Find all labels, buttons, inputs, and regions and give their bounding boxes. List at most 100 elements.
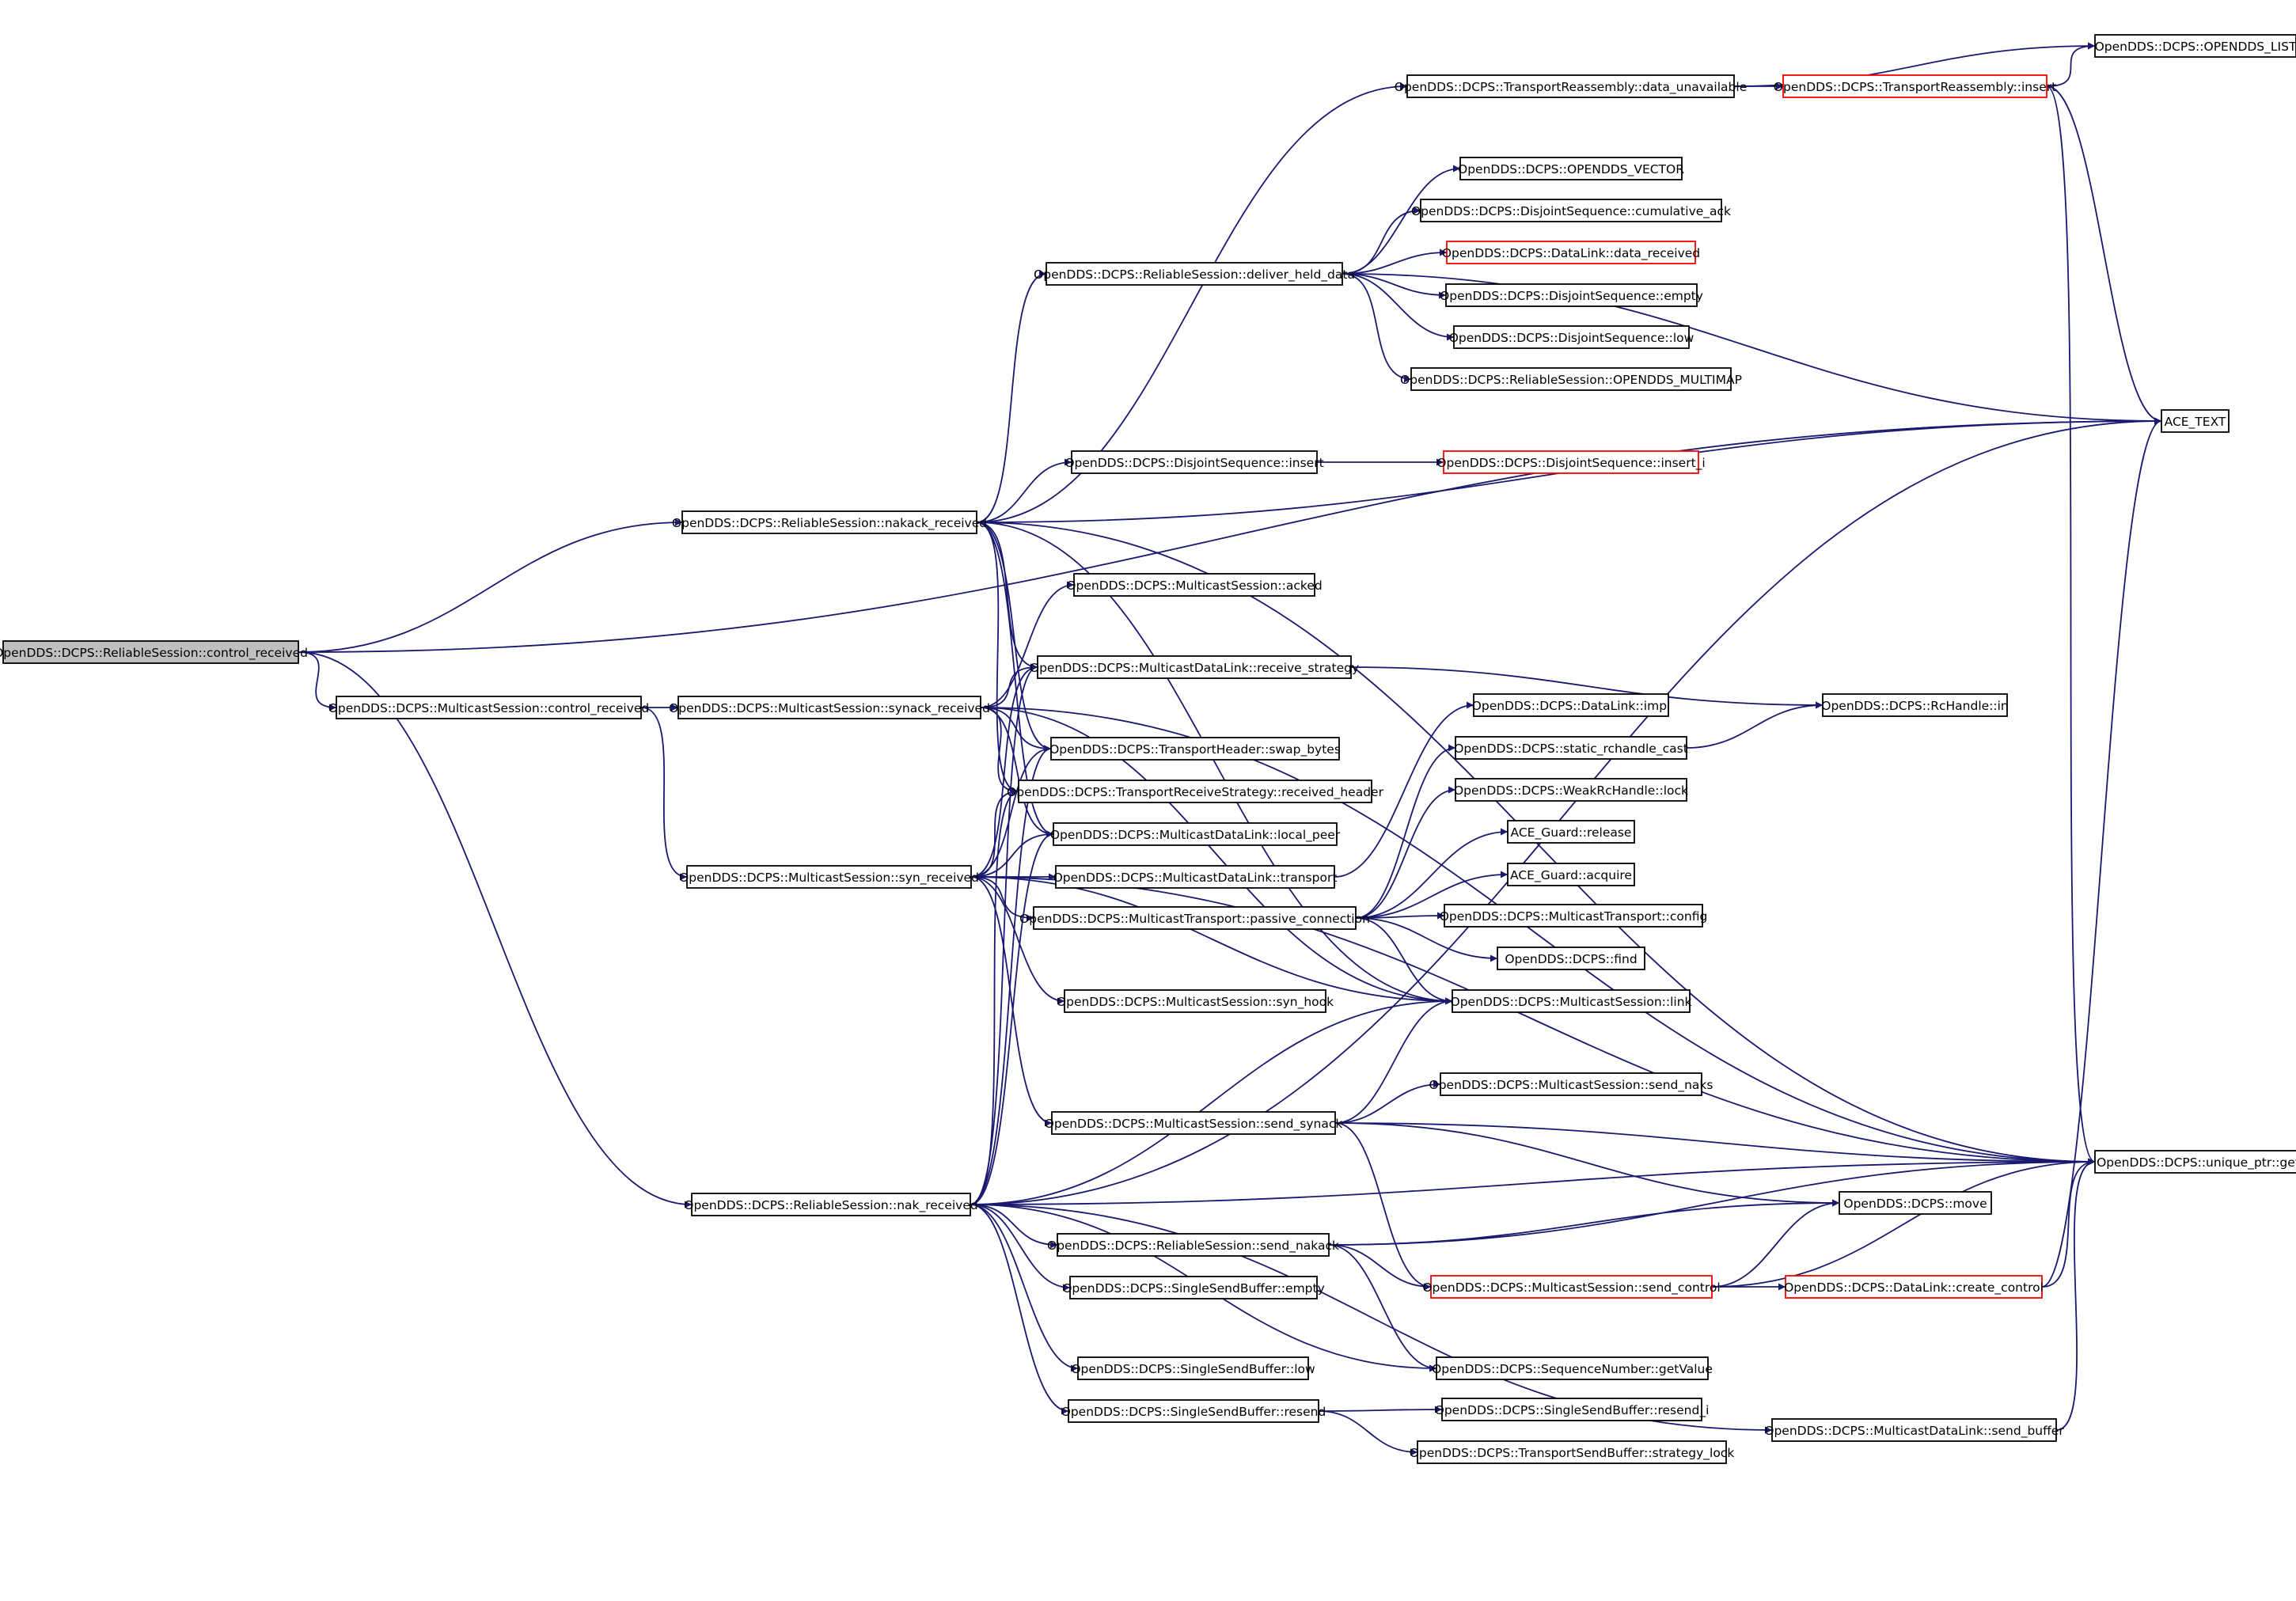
node-box[interactable] <box>1077 1356 1309 1380</box>
node-box[interactable] <box>1782 74 2047 98</box>
node-box[interactable] <box>1057 1233 1330 1257</box>
node-ds-insert[interactable]: OpenDDS::DCPS::DisjointSequence::insert <box>1065 450 1324 474</box>
node-box[interactable] <box>1033 906 1357 930</box>
node-static-rchandle-cast[interactable]: OpenDDS::DCPS::static_rchandle_cast <box>1454 736 1688 760</box>
node-syn-hook[interactable]: OpenDDS::DCPS::MulticastSession::syn_hoo… <box>1057 989 1334 1013</box>
node-syn-received[interactable]: OpenDDS::DCPS::MulticastSession::syn_rec… <box>679 865 979 889</box>
node-box[interactable] <box>2 640 299 664</box>
node-send-nakack[interactable]: OpenDDS::DCPS::ReliableSession::send_nak… <box>1047 1233 1339 1257</box>
node-box[interactable] <box>1417 1440 1727 1464</box>
node-ssb-resend[interactable]: OpenDDS::DCPS::SingleSendBuffer::resend <box>1061 1399 1326 1423</box>
node-opendds-vector[interactable]: OpenDDS::DCPS::OPENDDS_VECTOR <box>1458 157 1684 180</box>
node-box[interactable] <box>1018 780 1372 803</box>
node-nakack-received[interactable]: OpenDDS::DCPS::ReliableSession::nakack_r… <box>672 510 987 534</box>
node-box[interactable] <box>1073 573 1315 597</box>
node-create-control[interactable]: OpenDDS::DCPS::DataLink::create_control <box>1784 1275 2044 1299</box>
node-ms-control-received[interactable]: OpenDDS::DCPS::MulticastSession::control… <box>328 696 650 719</box>
node-box[interactable] <box>691 1193 971 1216</box>
node-dcps-find[interactable]: OpenDDS::DCPS::find <box>1497 947 1645 970</box>
node-box[interactable] <box>1497 947 1645 970</box>
node-box[interactable] <box>1071 450 1318 474</box>
node-receive-strategy[interactable]: OpenDDS::DCPS::MulticastDataLink::receiv… <box>1030 655 1359 679</box>
node-box[interactable] <box>1046 262 1343 286</box>
node-unique-ptr-get[interactable]: OpenDDS::DCPS::unique_ptr::get <box>2094 1150 2296 1174</box>
node-rchandle-in[interactable]: OpenDDS::DCPS::RcHandle::in <box>1821 693 2009 717</box>
node-weak-lock[interactable]: OpenDDS::DCPS::WeakRcHandle::lock <box>1454 778 1688 802</box>
node-box[interactable] <box>677 696 981 719</box>
node-ssb-empty[interactable]: OpenDDS::DCPS::SingleSendBuffer::empty <box>1062 1276 1325 1299</box>
node-synack-received[interactable]: OpenDDS::DCPS::MulticastSession::synack_… <box>669 696 990 719</box>
node-ace-acquire[interactable]: ACE_Guard::acquire <box>1507 863 1635 886</box>
node-ds-low[interactable]: OpenDDS::DCPS::DisjointSequence::low <box>1449 325 1694 349</box>
node-box[interactable] <box>1444 904 1703 928</box>
node-box[interactable] <box>1420 199 1722 222</box>
node-box[interactable] <box>2161 409 2230 433</box>
node-box[interactable] <box>681 510 977 534</box>
node-ds-empty[interactable]: OpenDDS::DCPS::DisjointSequence::empty <box>1440 283 1703 307</box>
node-box[interactable] <box>1053 822 1338 846</box>
node-send-naks[interactable]: OpenDDS::DCPS::MulticastSession::send_na… <box>1429 1072 1713 1096</box>
node-ms-link[interactable]: OpenDDS::DCPS::MulticastSession::link <box>1451 989 1692 1013</box>
node-box[interactable] <box>1443 450 1699 474</box>
node-box[interactable] <box>1445 283 1698 307</box>
node-get-value[interactable]: OpenDDS::DCPS::SequenceNumber::getValue <box>1432 1356 1713 1380</box>
node-ds-insert-i[interactable]: OpenDDS::DCPS::DisjointSequence::insert_… <box>1436 450 1706 474</box>
node-box[interactable] <box>1430 1275 1713 1299</box>
node-box[interactable] <box>1064 989 1326 1013</box>
node-box[interactable] <box>1050 737 1340 761</box>
node-box[interactable] <box>1473 693 1669 717</box>
node-root[interactable]: OpenDDS::DCPS::ReliableSession::control_… <box>0 640 308 664</box>
node-send-buffer[interactable]: OpenDDS::DCPS::MulticastDataLink::send_b… <box>1764 1418 2064 1442</box>
node-dcps-move[interactable]: OpenDDS::DCPS::move <box>1839 1191 1992 1215</box>
node-box[interactable] <box>1507 820 1635 844</box>
node-opendds-list[interactable]: OpenDDS::DCPS::OPENDDS_LIST <box>2094 34 2296 58</box>
node-mt-config[interactable]: OpenDDS::DCPS::MulticastTransport::confi… <box>1440 904 1708 928</box>
node-box[interactable] <box>1455 778 1687 802</box>
node-box[interactable] <box>1436 1356 1709 1380</box>
node-box[interactable] <box>1068 1399 1319 1423</box>
node-box[interactable] <box>1440 1072 1702 1096</box>
node-box[interactable] <box>2094 1150 2296 1174</box>
node-box[interactable] <box>1771 1418 2057 1442</box>
node-box[interactable] <box>1839 1191 1992 1215</box>
node-box[interactable] <box>1051 1111 1336 1135</box>
node-swap-bytes[interactable]: OpenDDS::DCPS::TransportHeader::swap_byt… <box>1049 737 1341 761</box>
node-box[interactable] <box>1406 74 1735 98</box>
node-acked[interactable]: OpenDDS::DCPS::MulticastSession::acked <box>1066 573 1323 597</box>
node-ace-release[interactable]: ACE_Guard::release <box>1507 820 1635 844</box>
node-dl-impl[interactable]: OpenDDS::DCPS::DataLink::impl <box>1472 693 1671 717</box>
node-box[interactable] <box>1446 241 1696 264</box>
node-passive-connection[interactable]: OpenDDS::DCPS::MulticastTransport::passi… <box>1019 906 1370 930</box>
node-box[interactable] <box>336 696 642 719</box>
node-box[interactable] <box>1455 736 1687 760</box>
node-strategy-lock[interactable]: OpenDDS::DCPS::TransportSendBuffer::stra… <box>1410 1440 1735 1464</box>
node-received-header[interactable]: OpenDDS::DCPS::TransportReceiveStrategy:… <box>1007 780 1384 803</box>
node-data-received[interactable]: OpenDDS::DCPS::DataLink::data_received <box>1442 241 1700 264</box>
node-send-synack[interactable]: OpenDDS::DCPS::MulticastSession::send_sy… <box>1045 1111 1343 1135</box>
node-box[interactable] <box>1507 863 1635 886</box>
node-ace-text[interactable]: ACE_TEXT <box>2161 409 2230 433</box>
node-local-peer[interactable]: OpenDDS::DCPS::MulticastDataLink::local_… <box>1050 822 1341 846</box>
node-box[interactable] <box>1785 1275 2043 1299</box>
node-box[interactable] <box>2094 34 2296 58</box>
node-box[interactable] <box>1441 1398 1702 1421</box>
node-box[interactable] <box>1055 865 1335 889</box>
node-mdl-transport[interactable]: OpenDDS::DCPS::MulticastDataLink::transp… <box>1053 865 1338 889</box>
node-ssb-resend-i[interactable]: OpenDDS::DCPS::SingleSendBuffer::resend_… <box>1435 1398 1710 1421</box>
node-opendds-multimap[interactable]: OpenDDS::DCPS::ReliableSession::OPENDDS_… <box>1400 367 1742 391</box>
node-box[interactable] <box>686 865 972 889</box>
node-tr-insert[interactable]: OpenDDS::DCPS::TransportReassembly::inse… <box>1774 74 2056 98</box>
node-send-control[interactable]: OpenDDS::DCPS::MulticastSession::send_co… <box>1422 1275 1721 1299</box>
node-ssb-low[interactable]: OpenDDS::DCPS::SingleSendBuffer::low <box>1071 1356 1315 1380</box>
node-box[interactable] <box>1410 367 1732 391</box>
node-box[interactable] <box>1459 157 1683 180</box>
node-box[interactable] <box>1452 989 1691 1013</box>
node-deliver-held-data[interactable]: OpenDDS::DCPS::ReliableSession::deliver_… <box>1034 262 1355 286</box>
node-data-unavailable[interactable]: OpenDDS::DCPS::TransportReassembly::data… <box>1395 74 1747 98</box>
node-cumulative-ack[interactable]: OpenDDS::DCPS::DisjointSequence::cumulat… <box>1411 199 1731 222</box>
node-box[interactable] <box>1453 325 1690 349</box>
node-nak-received[interactable]: OpenDDS::DCPS::ReliableSession::nak_rece… <box>684 1193 978 1216</box>
node-box[interactable] <box>1069 1276 1318 1299</box>
node-box[interactable] <box>1822 693 2008 717</box>
node-box[interactable] <box>1037 655 1352 679</box>
